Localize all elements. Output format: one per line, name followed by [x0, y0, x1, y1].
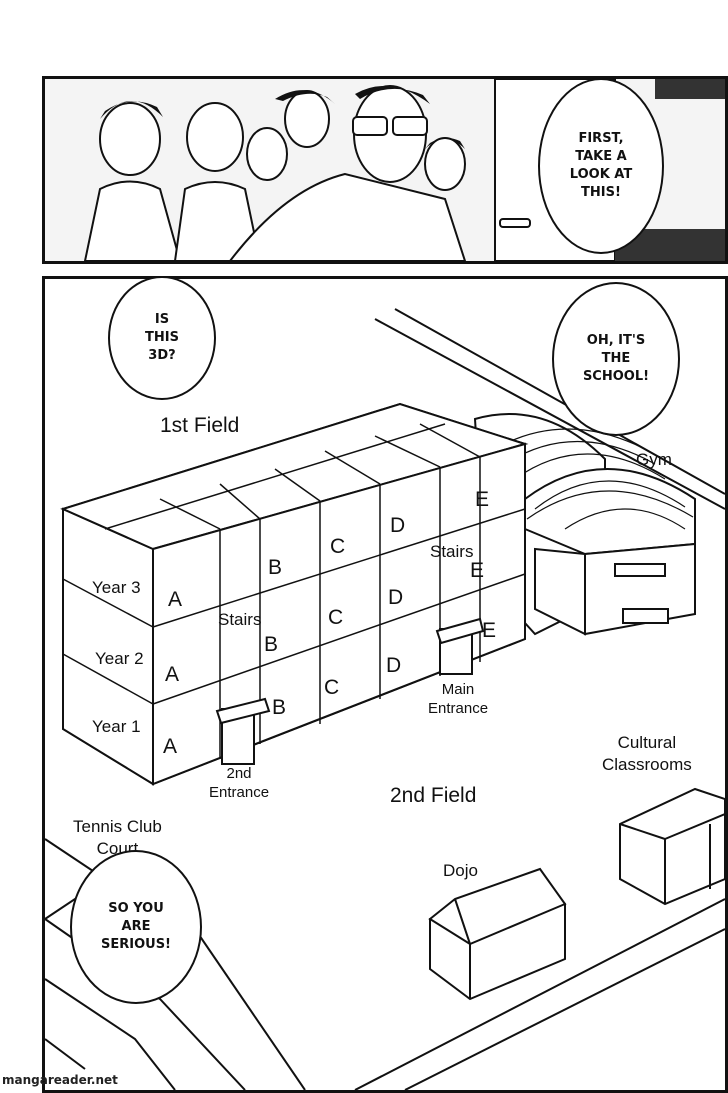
class-letter-c2: C: [328, 606, 344, 629]
class-letter-c3: C: [330, 535, 346, 558]
class-letter-d2: D: [388, 586, 404, 609]
second-field-label: 2nd Field: [390, 784, 477, 807]
speech-bubble-is-this-3d: IS THIS 3D?: [108, 276, 216, 400]
class-letter-c1: C: [324, 676, 340, 699]
class-letter-a1: A: [163, 735, 178, 758]
class-letter-e1: E: [482, 619, 497, 642]
class-letter-a3: A: [168, 588, 183, 611]
gym-label: Gym: [636, 450, 672, 469]
speech-bubble-so-you-are-serious: SO YOU ARE SERIOUS!: [70, 850, 202, 1004]
year-3-label: Year 3: [92, 578, 141, 597]
class-letter-e3: E: [475, 488, 490, 511]
year-1-label: Year 1: [92, 717, 141, 736]
class-letter-d3: D: [390, 514, 406, 537]
stairs-label-left: Stairs: [218, 610, 262, 629]
school-map-drawing: [45, 308, 725, 1090]
speech-bubble-its-the-school: OH, IT'S THE SCHOOL!: [552, 282, 680, 436]
class-letter-b2: B: [264, 633, 279, 656]
stairs-label-right: Stairs: [430, 542, 474, 561]
class-letter-b1: B: [272, 696, 287, 719]
class-letter-d1: D: [386, 654, 402, 677]
speech-bubble-first-look: FIRST, TAKE A LOOK AT THIS!: [538, 78, 664, 254]
class-letter-b3: B: [268, 556, 283, 579]
watermark: mangareader.net: [2, 1073, 118, 1087]
class-letter-e2: E: [470, 559, 485, 582]
first-field-label: 1st Field: [160, 414, 240, 437]
dojo-label: Dojo: [443, 861, 478, 880]
class-letter-a2: A: [165, 663, 180, 686]
year-2-label: Year 2: [95, 649, 144, 668]
